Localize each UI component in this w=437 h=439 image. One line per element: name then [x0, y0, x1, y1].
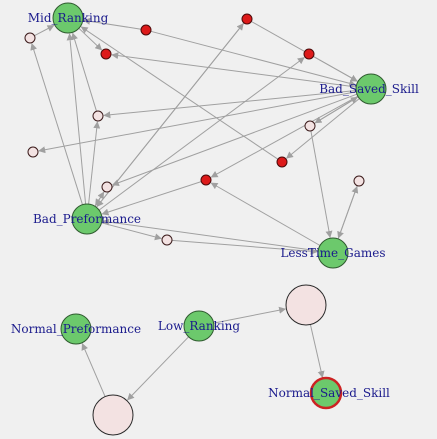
edge-r5-to-mid_ranking: [80, 26, 279, 160]
node-r3: [241, 13, 253, 25]
edge-bad_saved_skill-to-p3: [103, 90, 357, 119]
node-p6: [101, 181, 113, 193]
edge-big1-to-normal_saved_skill: [309, 324, 325, 379]
edge-bad_saved_skill-to-r2: [111, 52, 357, 88]
edge-bad_preformance-to-r3: [96, 23, 244, 208]
labels-layer: Mid_RankingBad_Saved_SkillBad_Preformanc…: [11, 11, 419, 400]
node-label-bad-saved-skill: Bad_Saved_Skill: [319, 82, 419, 96]
node-p1: [24, 32, 36, 44]
node-bad-preformance: [71, 203, 103, 235]
edges-layer: [30, 17, 360, 401]
edge-low_ranking-to-big2: [127, 336, 189, 401]
node-r4: [303, 48, 315, 60]
edge-low_ranking-to-big1: [213, 306, 287, 324]
edge-r6-to-bad_preformance: [101, 181, 202, 216]
node-label-normal-saved-skill: Normal_Saved_Skill: [268, 386, 390, 400]
edge-p6-to-bad_preformance: [95, 190, 105, 206]
edge-bad_preformance-to-mid_ranking: [66, 33, 87, 205]
edge-r4-to-bad_saved_skill: [313, 56, 358, 82]
edge-big2-to-normal_preformance: [81, 343, 106, 397]
node-r1: [140, 24, 152, 36]
node-p5: [353, 175, 365, 187]
node-bad-saved-skill: [355, 73, 387, 105]
edge-bad_preformance-to-p1: [30, 43, 83, 205]
edge-bad_preformance-to-p3: [88, 121, 101, 205]
node-mid-ranking: [52, 2, 84, 34]
edge-bad_preformance-to-r4: [98, 57, 305, 211]
edge-p3-to-mid_ranking: [71, 32, 97, 112]
edge-bad_saved_skill-to-r6: [210, 95, 359, 178]
node-p7: [161, 234, 173, 246]
nodes-layer: [24, 2, 387, 436]
node-big2: [92, 394, 134, 436]
node-label-mid-ranking: Mid_Ranking: [28, 11, 109, 25]
edge-p4-to-bad_saved_skill: [314, 96, 358, 124]
node-label-low-ranking: Low_Ranking: [158, 319, 240, 333]
edge-p1-to-mid_ranking: [34, 25, 55, 37]
node-p3: [92, 110, 104, 122]
edge-bad_saved_skill-to-p2: [38, 91, 357, 154]
node-big1: [285, 284, 327, 326]
edge-p4-to-less_time_games: [310, 130, 333, 238]
node-label-less-time-games: LessTime_Games: [280, 246, 385, 260]
edge-bad_preformance-to-p7: [101, 222, 162, 241]
edge-r1-to-mid_ranking: [83, 17, 142, 30]
node-r5: [276, 156, 288, 168]
node-r6: [200, 174, 212, 186]
edge-r1-to-bad_saved_skill: [150, 30, 357, 87]
node-normal-saved-skill: [309, 376, 343, 410]
edge-less_time_games-to-p5: [337, 185, 359, 240]
node-low-ranking: [183, 310, 215, 342]
node-label-normal-preformance: Normal_Preformance: [11, 322, 141, 336]
node-p2: [27, 146, 39, 158]
node-label-bad-preformance: Bad_Preformance: [33, 212, 141, 226]
edge-bad_saved_skill-to-p6: [111, 93, 358, 186]
edge-less_time_games-to-r6: [210, 182, 321, 246]
edge-bad_saved_skill-to-r5: [286, 98, 360, 159]
edge-p7-to-less_time_games: [171, 239, 318, 255]
node-p4: [304, 120, 316, 132]
node-less-time-games: [317, 237, 349, 269]
node-r2: [100, 48, 112, 60]
edge-less_time_games-to-bad_preformance: [102, 218, 319, 252]
node-normal-preformance: [60, 313, 92, 345]
